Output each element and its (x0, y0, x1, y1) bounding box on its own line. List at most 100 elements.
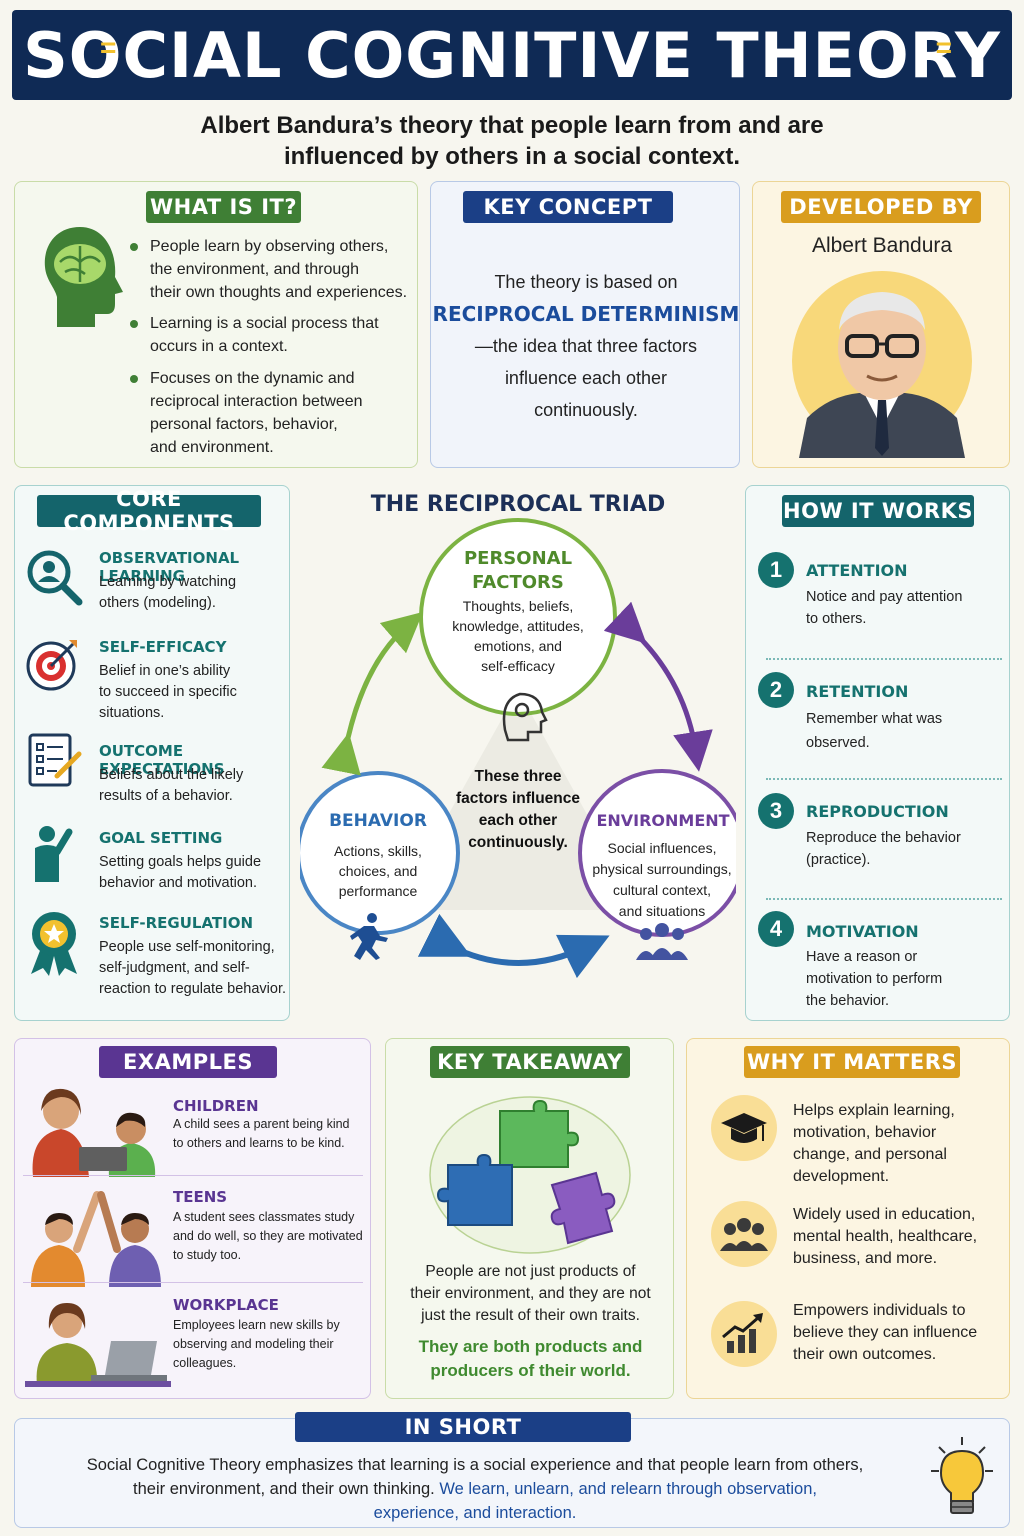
example-name: TEENS (173, 1188, 228, 1206)
target-icon (26, 640, 77, 691)
component-name: OBSERVATIONAL LEARNING (99, 549, 240, 585)
divider (766, 778, 1002, 780)
component-name: OUTCOME EXPECTATIONS (99, 742, 225, 778)
reciprocal-determinism-highlight: RECIPROCAL DETERMINISM (432, 302, 740, 326)
teens-high-five-illustration (31, 1191, 161, 1287)
brain-head-icon (44, 227, 123, 327)
triad-diagram (300, 518, 736, 979)
divider (766, 898, 1002, 900)
raised-hand-person-icon (35, 826, 73, 882)
what-is-it-title: WHAT IS IT? (146, 191, 301, 223)
divider (766, 658, 1002, 660)
lightbulb-icon (931, 1437, 993, 1514)
step-name: ATTENTION (806, 561, 908, 580)
running-person-icon (350, 913, 388, 960)
parent-child-reading-illustration (32, 1088, 156, 1177)
subtitle-line: influenced by others in a social context… (283, 143, 741, 170)
key-concept-body: The theory is based on RECIPROCAL DETERM… (432, 272, 740, 420)
component-name: SELF-REGULATION (99, 914, 254, 932)
personal-factors-text: Thoughts, beliefs,knowledge, attitudes,e… (452, 598, 584, 674)
divider (23, 1175, 363, 1176)
in-short-text: Social Cognitive Theory emphasizes that … (86, 1456, 864, 1522)
in-short-card: IN SHORT Social Cognitive Theory emphasi… (14, 1412, 1010, 1528)
step-number: 4 (758, 911, 794, 947)
head-gear-icon (502, 692, 548, 742)
example-name: WORKPLACE (173, 1296, 279, 1314)
people-group-icon (636, 923, 688, 960)
what-is-it-card: WHAT IS IT? People learn by observing ot… (14, 181, 418, 468)
puzzle-pieces-icon (429, 1096, 631, 1254)
personal-behavior-arrow (321, 611, 424, 776)
behavior-environment-arrow (417, 913, 610, 979)
triad-title: THE RECIPROCAL TRIAD (370, 492, 666, 517)
checklist-icon (28, 733, 82, 787)
magnifier-person-icon (27, 550, 83, 606)
example-name: CHILDREN (173, 1097, 259, 1115)
core-components-card: CORE COMPONENTS OBSERVATIONAL LEARNING L… (14, 485, 290, 1021)
step-number: 1 (758, 552, 794, 588)
core-components-title: CORE COMPONENTS (37, 487, 261, 535)
why-item-text: Widely used in education,mental health, … (793, 1206, 978, 1267)
step-number: 2 (758, 672, 794, 708)
step-name: REPRODUCTION (806, 802, 949, 821)
key-takeaway-card: KEY TAKEAWAY People are not just product… (385, 1038, 674, 1399)
key-concept-title: KEY CONCEPT (463, 191, 673, 223)
why-it-matters-card: WHY IT MATTERS Helps explain learning,mo… (686, 1038, 1010, 1399)
how-it-works-title: HOW IT WORKS (782, 495, 974, 527)
bullet-item: People learn by observing others,the env… (129, 235, 407, 304)
workplace-laptop-illustration (25, 1303, 171, 1387)
step-name: MOTIVATION (806, 922, 919, 941)
examples-title: EXAMPLES (99, 1046, 277, 1078)
header-banner: = SOCIAL COGNITIVE THEORY = (12, 10, 1012, 100)
environment-text: Social influences,physical surroundings,… (592, 840, 732, 919)
key-concept-card: KEY CONCEPT The theory is based on RECIP… (430, 181, 740, 468)
subtitle: Albert Bandura’s theory that people lear… (0, 110, 1024, 172)
key-takeaway-title: KEY TAKEAWAY (430, 1046, 630, 1078)
graduation-cap-icon (711, 1095, 777, 1161)
environment-title: ENVIRONMENT (596, 811, 730, 830)
albert-bandura-portrait (792, 271, 972, 458)
component-name: GOAL SETTING (99, 829, 223, 847)
how-it-works-card: HOW IT WORKS 1 ATTENTION Notice and pay … (745, 485, 1010, 1021)
component-name: SELF-EFFICACY (99, 638, 227, 656)
step-text: Reproduce the behavior(practice). (806, 830, 961, 868)
step-number: 3 (758, 793, 794, 829)
growth-chart-icon (711, 1301, 777, 1367)
page-title: SOCIAL COGNITIVE THEORY (23, 18, 1001, 92)
divider (23, 1282, 363, 1283)
in-short-title: IN SHORT (295, 1412, 631, 1442)
behavior-title: BEHAVIOR (329, 811, 427, 831)
group-icon (711, 1201, 777, 1267)
examples-card: EXAMPLES CHILDREN A child sees a parent … (14, 1038, 371, 1399)
developed-by-title: DEVELOPED BY (781, 191, 981, 223)
why-it-matters-title: WHY IT MATTERS (744, 1046, 960, 1078)
component-text: People use self-monitoring,self-judgment… (99, 939, 287, 997)
award-ribbon-icon (31, 912, 77, 976)
personal-environment-arrow (603, 601, 713, 772)
subtitle-line: Albert Bandura’s theory that people lear… (200, 112, 824, 139)
developed-by-card: DEVELOPED BY Albert Bandura (752, 181, 1010, 468)
decorative-dash-right: = (935, 32, 952, 63)
why-item-text: Helps explain learning,motivation, behav… (793, 1102, 955, 1185)
decorative-dash-left: = (100, 32, 117, 63)
step-name: RETENTION (806, 682, 909, 701)
